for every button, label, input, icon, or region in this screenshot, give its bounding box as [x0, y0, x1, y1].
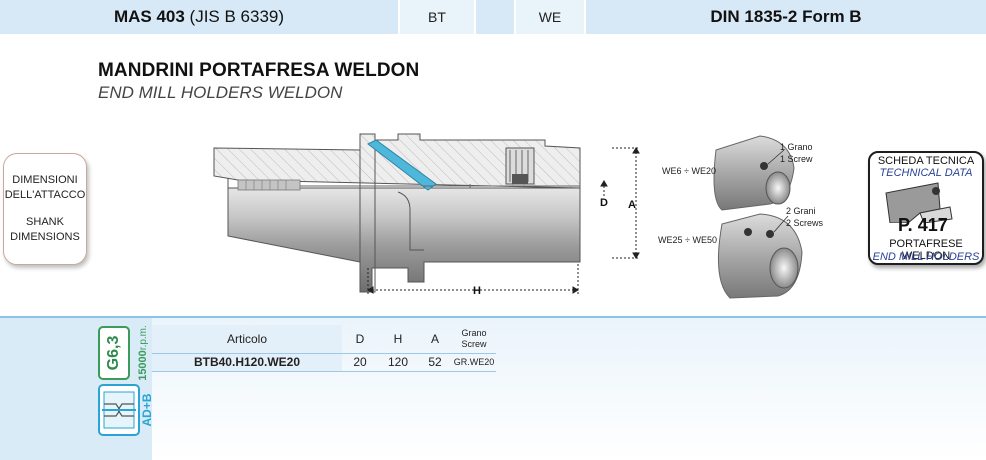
badge-line-4: DIMENSIONS — [10, 231, 80, 243]
cell-a: 52 — [418, 352, 452, 372]
header-din: DIN 1835-2 Form B — [710, 7, 862, 26]
two-screws-label: 2 Screws — [786, 218, 824, 228]
dimension-lines — [367, 147, 640, 296]
we-small-label: WE6 ÷ WE20 — [662, 166, 716, 176]
page-subtitle: END MILL HOLDERS WELDON — [98, 83, 343, 102]
sheet-page: P. 417 — [898, 215, 948, 235]
end-mill-holder-icon — [885, 182, 953, 223]
sheet-desc-it: PORTAFRESE WELDON — [889, 238, 963, 262]
product-table: Articolo D H A Grano Screw BTB40.H120.WE… — [152, 325, 496, 372]
badge-line-1: DIMENSIONI — [12, 174, 78, 186]
tool-holder-drawing: D A H WE6 ÷ WE20 WE25 ÷ WE50 1 Grano 1 S… — [213, 133, 824, 299]
th-article: Articolo — [152, 325, 342, 353]
sheet-desc-en: END MILL HOLDERS — [872, 251, 980, 263]
th-a: A — [430, 331, 439, 346]
we-large-label: WE25 ÷ WE50 — [658, 235, 717, 245]
sheet-title-en: TECHNICAL DATA — [879, 167, 973, 179]
balance-grade: G6,3 — [105, 335, 122, 371]
cell-grano: GR.WE20 — [452, 352, 496, 372]
th-h: H — [393, 331, 403, 346]
cell-d: 20 — [342, 352, 378, 372]
weldon-detail-small — [713, 135, 795, 211]
header-we: WE — [538, 9, 562, 25]
header-standard-light: (JIS B 6339) — [189, 7, 285, 26]
badge-italian: DIMENSIONI DELL'ATTACCO — [5, 173, 86, 203]
th-grano-it: Grano — [461, 327, 487, 338]
header-bt-cell: BT — [400, 0, 474, 34]
cell-article: BTB40.H120.WE20 — [152, 352, 342, 372]
header-band: MAS 403 (JIS B 6339) BT WE DIN 1835-2 Fo… — [0, 0, 986, 34]
th-grano: Grano Screw — [452, 325, 496, 353]
balance-grade-badge: G6,3 — [98, 326, 130, 380]
holder-body — [213, 133, 581, 293]
header-standard-cell: MAS 403 (JIS B 6339) — [0, 0, 398, 34]
two-grani-label: 2 Grani — [786, 206, 816, 216]
rpm-unit: r.p.m. — [138, 325, 149, 351]
table-header-row: Articolo D H A Grano Screw — [152, 325, 496, 353]
label-h: H — [473, 285, 481, 297]
badge-line-2: DELL'ATTACCO — [4, 189, 86, 201]
header-din-cell: DIN 1835-2 Form B — [586, 0, 986, 34]
shank-dimensions-badge: DIMENSIONI DELL'ATTACCO SHANK DIMENSIONS — [3, 153, 87, 265]
th-d: D — [355, 331, 365, 346]
label-a: A — [628, 199, 636, 211]
coolant-icon — [102, 391, 136, 429]
rpm-value: 15000 — [137, 350, 149, 381]
label-d: D — [600, 197, 608, 209]
one-grano-label: 1 Grano — [780, 142, 813, 152]
technical-sheet-card[interactable]: SCHEDA TECNICA TECHNICAL DATA P. 417 POR… — [868, 151, 984, 265]
page-title: MANDRINI PORTAFRESA WELDON — [98, 60, 420, 81]
badge-line-3: SHANK — [26, 216, 64, 228]
header-standard: MAS 403 (JIS B 6339) — [114, 7, 284, 27]
product-table-band-line — [0, 316, 986, 318]
coolant-badge — [98, 384, 140, 436]
table-row[interactable]: BTB40.H120.WE20 20 120 52 GR.WE20 — [152, 352, 496, 372]
weldon-detail-large — [717, 213, 803, 299]
coolant-label: AD+B — [140, 393, 154, 427]
one-screw-label: 1 Screw — [780, 154, 813, 164]
header-we-cell: WE — [516, 0, 584, 34]
th-grano-en: Screw — [461, 338, 487, 349]
badge-english: SHANK DIMENSIONS — [10, 215, 80, 245]
cell-h: 120 — [378, 352, 418, 372]
header-spacer — [476, 0, 514, 34]
sheet-title-it: SCHEDA TECNICA — [877, 155, 975, 167]
rpm-label: 15000r.p.m. — [137, 325, 149, 381]
header-standard-bold: MAS 403 — [113, 7, 185, 26]
header-bt: BT — [428, 9, 446, 25]
